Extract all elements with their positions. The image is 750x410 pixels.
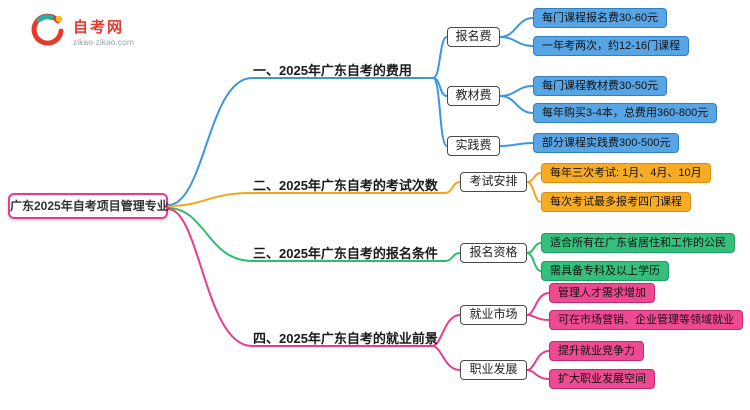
leaf-textbook-total: 每年购买3-4本，总费用360-800元	[533, 103, 718, 123]
leaf-competitiveness: 提升就业竞争力	[549, 341, 644, 361]
leaf-exam-course-limit: 每次考试最多报考四门课程	[541, 192, 691, 212]
leaf-registration-fee-amount: 每门课程报名费30-60元	[533, 8, 668, 28]
topic-exam-times: 二、2025年广东自考的考试次数	[253, 178, 438, 193]
sub-registration-fee: 报名费	[447, 27, 500, 47]
orange-branch-connectors	[167, 172, 542, 207]
sub-textbook-fee: 教材费	[447, 86, 500, 106]
sub-practice-fee: 实践费	[447, 136, 500, 156]
pink-branch-connectors	[167, 208, 550, 380]
topic-requirements: 三、2025年广东自考的报名条件	[253, 246, 438, 261]
leaf-practice-fee-amount: 部分课程实践费300-500元	[533, 133, 680, 153]
topic-fees: 一、2025年广东自考的费用	[253, 63, 412, 78]
sub-eligibility: 报名资格	[460, 243, 527, 263]
blue-branch-connectors	[167, 17, 534, 206]
root-node: 广东2025年自考项目管理专业	[8, 193, 169, 219]
leaf-employment-fields: 可在市场营销、企业管理等领域就业	[549, 310, 743, 330]
site-domain: zikao-zikao.com	[73, 37, 134, 47]
leaf-career-space: 扩大职业发展空间	[549, 369, 655, 389]
leaf-talent-demand: 管理人才需求增加	[549, 283, 655, 303]
leaf-textbook-fee-amount: 每门课程教材费30-50元	[533, 76, 668, 96]
green-branch-connectors	[167, 207, 542, 272]
sub-career-growth: 职业发展	[460, 360, 527, 380]
leaf-registration-courses: 一年考两次，约12-16门课程	[533, 36, 690, 56]
topic-career: 四、2025年广东自考的就业前景	[253, 331, 438, 346]
leaf-exam-months: 每年三次考试: 1月、4月、10月	[541, 163, 711, 183]
leaf-education-requirement: 需具备专科及以上学历	[541, 261, 669, 281]
site-logo[interactable]: 自考网 zikao-zikao.com	[28, 12, 134, 55]
site-name: 自考网	[73, 19, 125, 36]
sub-exam-schedule: 考试安排	[460, 172, 527, 192]
leaf-residency-requirement: 适合所有在广东省居住和工作的公民	[541, 233, 735, 253]
sub-job-market: 就业市场	[460, 305, 527, 325]
zikao-logo-icon	[28, 12, 66, 55]
